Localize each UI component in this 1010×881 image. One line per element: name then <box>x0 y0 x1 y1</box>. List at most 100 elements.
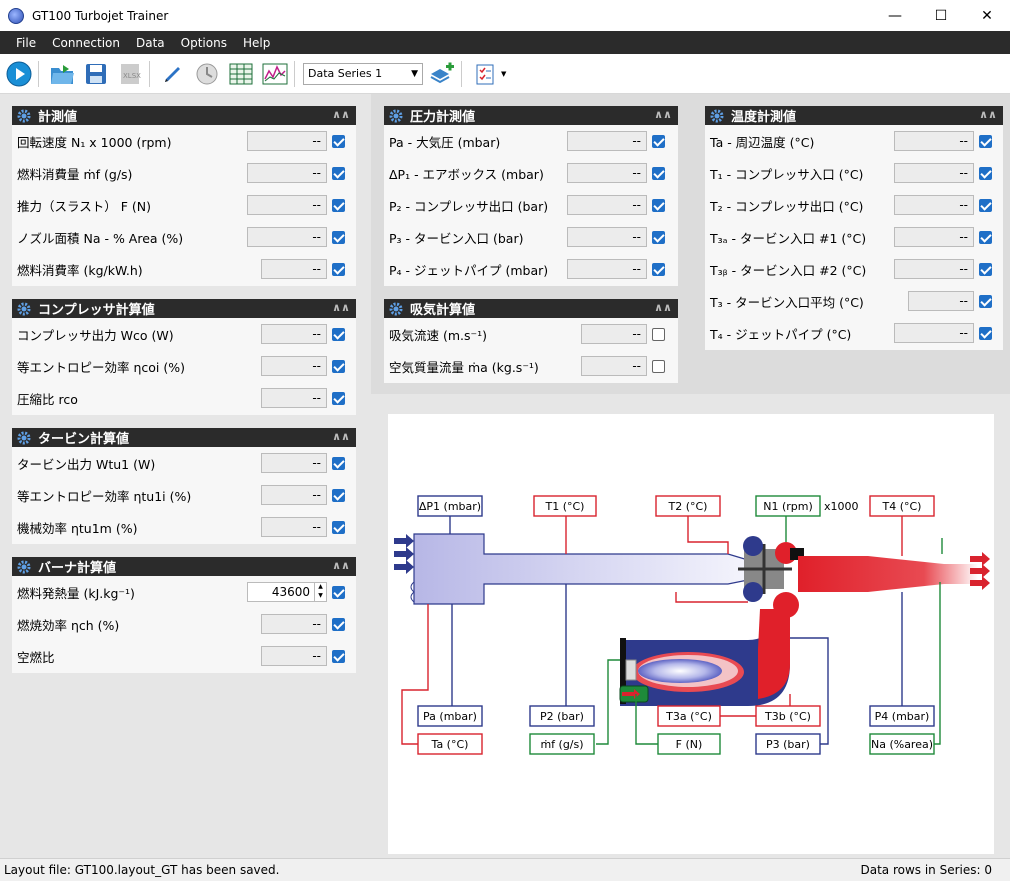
checkbox[interactable] <box>652 198 665 212</box>
checkbox[interactable] <box>332 585 345 599</box>
data-series-select[interactable]: Data Series 1 ▼ <box>303 62 423 85</box>
checkbox[interactable] <box>332 520 345 534</box>
checklist-icon[interactable] <box>470 59 500 89</box>
checkbox[interactable] <box>652 230 665 244</box>
stepper-arrows[interactable]: ▲▼ <box>314 582 326 602</box>
close-button[interactable]: ✕ <box>981 7 993 24</box>
row: 空燃比-- <box>12 640 356 672</box>
panel-header[interactable]: タービン計算値 ∧∧ <box>12 428 356 447</box>
checkbox[interactable] <box>332 488 345 502</box>
row: Pa - 大気圧 (mbar)-- <box>384 125 678 157</box>
clock-icon[interactable] <box>192 59 222 89</box>
export-xlsx-icon[interactable]: XLSX <box>115 59 145 89</box>
row: 空気質量流量 ṁa (kg.s⁻¹)-- <box>384 350 678 382</box>
row-label: 燃料発熱量 (kJ.kg⁻¹) <box>17 585 135 601</box>
value-field: -- <box>567 195 647 215</box>
inlet-arrows <box>394 534 414 574</box>
collapse-icon[interactable]: ∧∧ <box>332 559 350 572</box>
row: 燃料発熱量 (kJ.kg⁻¹) 43600▲▼ <box>12 576 356 608</box>
checkbox[interactable] <box>332 134 345 148</box>
panel-header[interactable]: バーナ計算値 ∧∧ <box>12 557 356 576</box>
checkbox[interactable] <box>332 198 345 212</box>
checkbox[interactable] <box>652 166 665 180</box>
label-p3: P3 (bar) <box>766 738 810 751</box>
row-label: P₂ - コンプレッサ出口 (bar) <box>389 198 549 214</box>
value-field: -- <box>261 356 327 376</box>
menu-help[interactable]: Help <box>242 35 271 50</box>
checkbox[interactable] <box>979 134 992 148</box>
row: タービン出力 Wtu1 (W)-- <box>12 447 356 479</box>
panel-header[interactable]: コンプレッサ計算値 ∧∧ <box>12 299 356 318</box>
menu-connection[interactable]: Connection <box>52 35 120 50</box>
chart-icon[interactable] <box>260 59 290 89</box>
gear-icon <box>16 301 32 317</box>
collapse-icon[interactable]: ∧∧ <box>332 108 350 121</box>
value-field: -- <box>894 163 974 183</box>
minimize-button[interactable]: — <box>888 7 902 24</box>
open-folder-icon[interactable] <box>47 59 77 89</box>
gear-icon <box>16 559 32 575</box>
label-t1: T1 (°C) <box>545 500 585 513</box>
checkbox[interactable] <box>652 327 665 341</box>
play-icon[interactable] <box>4 59 34 89</box>
checkbox[interactable] <box>332 391 345 405</box>
checkbox[interactable] <box>332 359 345 373</box>
panel-header[interactable]: 温度計測値 ∧∧ <box>705 106 1003 125</box>
row-label: タービン出力 Wtu1 (W) <box>17 456 156 472</box>
checkbox[interactable] <box>979 230 992 244</box>
row-label: 燃料消費率 (kg/kW.h) <box>17 262 143 278</box>
value-field: -- <box>261 324 327 344</box>
data-series-value: Data Series 1 <box>308 67 383 80</box>
chevron-down-icon: ▼ <box>411 68 418 79</box>
checkbox[interactable] <box>332 262 345 276</box>
panel-header[interactable]: 吸気計算値 ∧∧ <box>384 299 678 318</box>
table-icon[interactable] <box>226 59 256 89</box>
collapse-icon[interactable]: ∧∧ <box>654 108 672 121</box>
label-p4: P4 (mbar) <box>875 710 930 723</box>
panel-header[interactable]: 計測値 ∧∧ <box>12 106 356 125</box>
label-mf: ṁf (g/s) <box>540 738 583 751</box>
panel-header[interactable]: 圧力計測値 ∧∧ <box>384 106 678 125</box>
checkbox[interactable] <box>979 198 992 212</box>
checkbox[interactable] <box>652 134 665 148</box>
collapse-icon[interactable]: ∧∧ <box>332 430 350 443</box>
value-field: -- <box>567 163 647 183</box>
menu-options[interactable]: Options <box>180 35 227 50</box>
collapse-icon[interactable]: ∧∧ <box>979 108 997 121</box>
checkbox[interactable] <box>332 456 345 470</box>
checkbox[interactable] <box>332 649 345 663</box>
checkbox[interactable] <box>979 166 992 180</box>
row-label: T₃ - タービン入口平均 (°C) <box>710 294 864 310</box>
fuel-heat-value-input[interactable]: 43600 <box>247 582 327 602</box>
label-n1: N1 (rpm) <box>763 500 813 513</box>
checkbox[interactable] <box>332 327 345 341</box>
checkbox[interactable] <box>652 359 665 373</box>
checkbox[interactable] <box>332 617 345 631</box>
panel-title: タービン計算値 <box>38 432 130 447</box>
row: 回転速度 N₁ x 1000 (rpm)-- <box>12 125 356 157</box>
row: T₃ᵦ - タービン入口 #2 (°C)-- <box>705 253 1003 285</box>
add-series-icon[interactable] <box>427 59 457 89</box>
row: T₁ - コンプレッサ入口 (°C) -- <box>705 157 1003 189</box>
row: ΔP₁ - エアボックス (mbar)-- <box>384 157 678 189</box>
checkbox[interactable] <box>332 230 345 244</box>
gear-icon <box>388 108 404 124</box>
row: 機械効率 ηtu1m (%)-- <box>12 511 356 543</box>
save-icon[interactable] <box>81 59 111 89</box>
checkbox[interactable] <box>332 166 345 180</box>
row-label: T₁ - コンプレッサ入口 (°C) <box>710 166 864 182</box>
checkbox[interactable] <box>979 326 992 340</box>
checkbox[interactable] <box>652 262 665 276</box>
pencil-icon[interactable] <box>158 59 188 89</box>
value-field: -- <box>894 131 974 151</box>
menu-data[interactable]: Data <box>136 35 165 50</box>
collapse-icon[interactable]: ∧∧ <box>654 301 672 314</box>
caret-down-icon[interactable]: ▼ <box>501 69 507 78</box>
checkbox[interactable] <box>979 262 992 276</box>
collapse-icon[interactable]: ∧∧ <box>332 301 350 314</box>
checkbox[interactable] <box>979 294 992 308</box>
row: 燃料消費量 ṁf (g/s)-- <box>12 157 356 189</box>
maximize-button[interactable]: ☐ <box>934 7 948 24</box>
menu-file[interactable]: File <box>16 35 37 50</box>
menu-bar: File Connection Data Options Help <box>0 31 1010 54</box>
